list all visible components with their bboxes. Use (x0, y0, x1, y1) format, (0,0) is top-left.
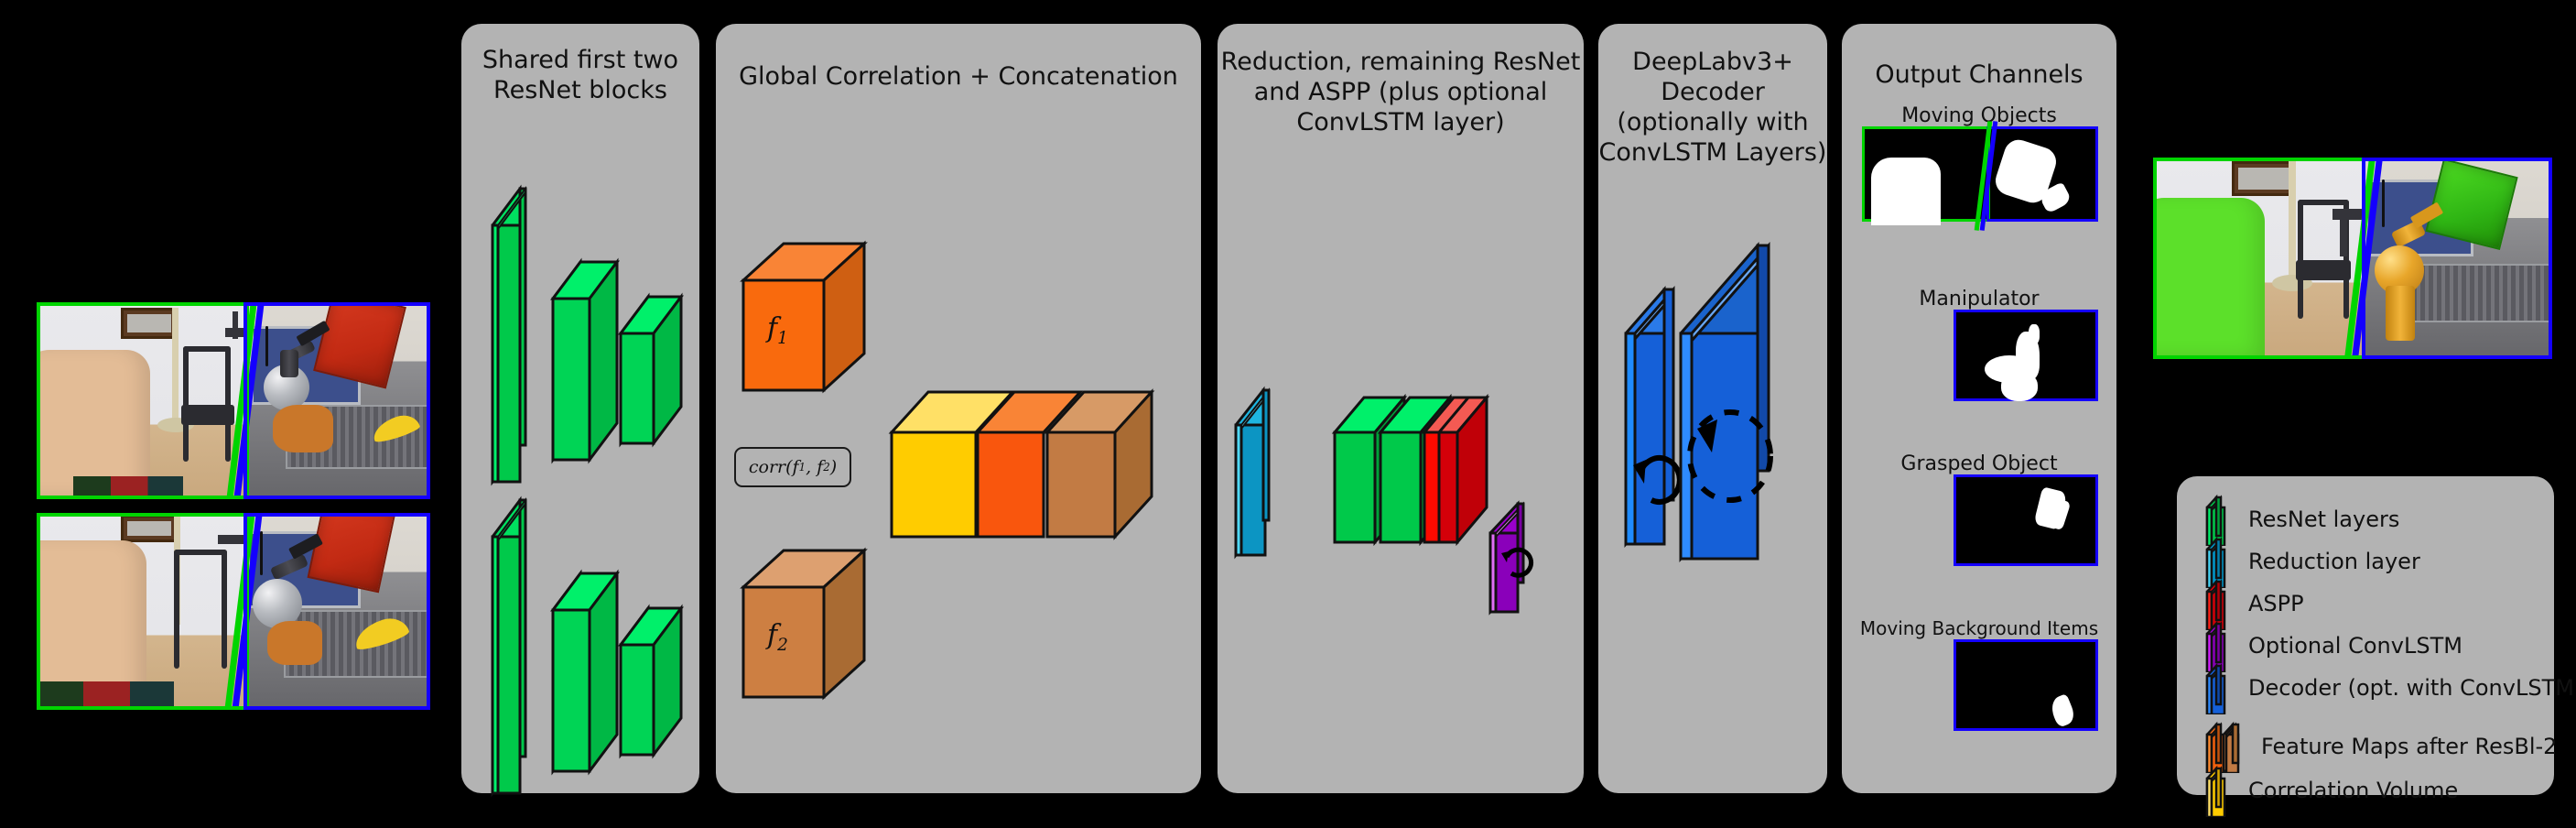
feature-map-f2-block (736, 541, 873, 702)
f1-symbol: f (767, 312, 778, 344)
output-overlay-image (2153, 158, 2552, 359)
resnet-block-upper (482, 170, 692, 486)
corr-suffix: ) (829, 457, 838, 477)
legend-item-feature-maps: Feature Maps after ResBl-2 (2204, 720, 2558, 777)
panel-title-global-correlation: Global Correlation + Concatenation (739, 62, 1178, 91)
panel-shared-resnet: Shared first two ResNet blocks (461, 24, 699, 798)
decoder-blocks (1609, 225, 1820, 610)
legend-label-feature-maps: Feature Maps after ResBl-2 (2261, 734, 2558, 759)
panel-title-deeplab-decoder: DeepLabv3+ Decoder (optionally with Conv… (1598, 48, 1827, 167)
panel-global-correlation: Global Correlation + Concatenation f1 f2 (716, 24, 1201, 793)
corr-prefix: corr(f (748, 457, 799, 477)
corr-mid: , f (806, 457, 824, 477)
panel-output-channels: Output Channels Moving Objects Manipulat… (1842, 24, 2116, 793)
panel-reduction-aspp: Reduction, remaining ResNet and ASPP (pl… (1218, 24, 1584, 793)
legend-item-aspp: ASPP (2204, 577, 2304, 634)
output-mask-moving-objects (1862, 121, 2098, 231)
feature-map-f2-label: f2 (767, 619, 788, 655)
decoder-swatch-icon (2204, 661, 2235, 718)
f2-subscript: 2 (777, 636, 788, 655)
output-channel-label-moving-objects: Moving Objects (1901, 104, 2057, 127)
feature-maps-swatch-icon (2204, 720, 2248, 777)
panel-title-shared-resnet: Shared first two ResNet blocks (482, 46, 679, 104)
optional-convlstm-block (1481, 498, 1582, 617)
input-frame-1 (37, 302, 430, 499)
f1-subscript: 1 (777, 329, 788, 348)
optional-convlstm-swatch-icon (2204, 619, 2235, 676)
aspp-swatch-icon (2204, 577, 2235, 634)
legend-item-resnet-layers: ResNet layers (2204, 493, 2400, 550)
concatenated-volume (886, 372, 1188, 573)
output-mask-moving-background-items (1954, 639, 2098, 731)
resnet-block-lower (482, 482, 692, 798)
output-mask-grasped-object (1954, 474, 2098, 566)
legend-label-correlation-volume: Correlation Volume (2248, 778, 2459, 803)
legend-label-resnet-layers: ResNet layers (2248, 507, 2400, 532)
legend-item-decoder: Decoder (opt. with ConvLSTM) (2204, 661, 2576, 718)
output-channel-label-grasped-object: Grasped Object (1900, 452, 2058, 475)
remaining-resnet-and-aspp-block (1327, 388, 1593, 562)
input-frame-2 (37, 513, 430, 710)
legend-label-reduction-layer: Reduction layer (2248, 549, 2420, 574)
reduction-layer-block (1227, 383, 1318, 560)
legend-item-correlation-volume: Correlation Volume (2204, 764, 2459, 821)
legend-item-optional-convlstm: Optional ConvLSTM (2204, 619, 2462, 676)
reduction-layer-swatch-icon (2204, 535, 2235, 592)
corr-sub-2: 2 (823, 461, 830, 474)
output-mask-manipulator (1954, 310, 2098, 401)
resnet-layers-swatch-icon (2204, 493, 2235, 550)
panel-deeplab-decoder: DeepLabv3+ Decoder (optionally with Conv… (1598, 24, 1827, 793)
f2-symbol: f (767, 619, 778, 651)
corr-sub-1: 1 (798, 461, 806, 474)
legend-label-aspp: ASPP (2248, 591, 2304, 616)
legend-label-decoder: Decoder (opt. with ConvLSTM) (2248, 675, 2576, 701)
feature-map-f1-label: f1 (767, 312, 788, 348)
panel-title-output-channels: Output Channels (1875, 60, 2084, 89)
legend-label-optional-convlstm: Optional ConvLSTM (2248, 633, 2462, 659)
feature-map-f1-block (736, 234, 873, 395)
output-channel-label-manipulator: Manipulator (1919, 288, 2040, 310)
panel-title-reduction-aspp: Reduction, remaining ResNet and ASPP (pl… (1220, 48, 1581, 136)
legend-item-reduction-layer: Reduction layer (2204, 535, 2420, 592)
correlation-volume-swatch-icon (2204, 764, 2235, 821)
legend-panel: ResNet layers Reduction layer (2177, 476, 2576, 821)
output-channel-label-moving-background-items: Moving Background Items (1859, 617, 2099, 639)
